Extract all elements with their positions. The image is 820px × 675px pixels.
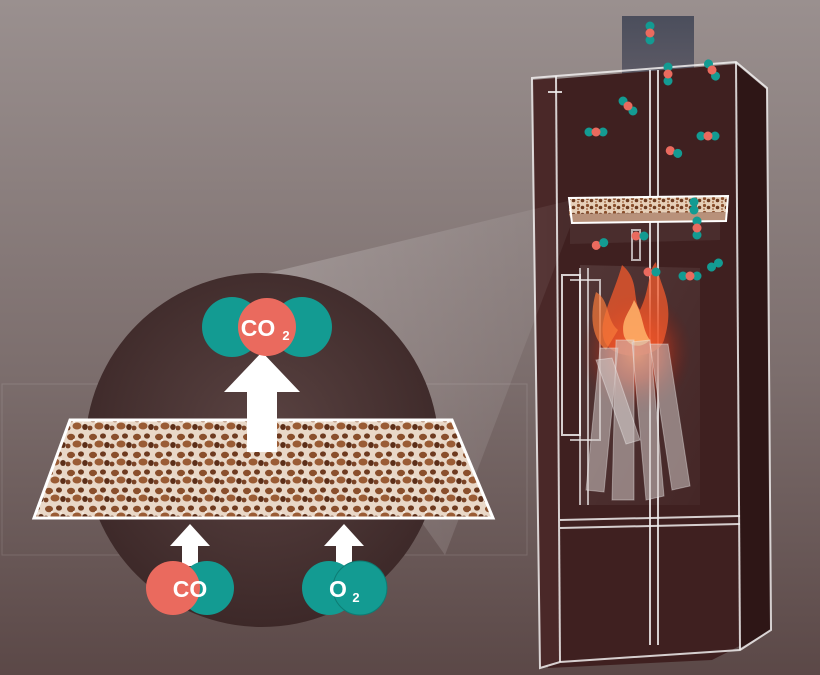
o2-label: O (329, 576, 347, 602)
small-molecule (665, 146, 683, 158)
atom (645, 21, 655, 31)
small-molecule (678, 271, 702, 281)
atom (685, 271, 695, 281)
atom (689, 197, 699, 207)
atom (692, 271, 702, 281)
atom (707, 65, 717, 75)
atom (645, 28, 655, 38)
o2-subscript: 2 (352, 590, 359, 605)
firewood (585, 339, 691, 501)
small-molecule (689, 197, 699, 215)
small-molecules (584, 21, 723, 281)
atom (665, 146, 675, 156)
atom (673, 148, 683, 158)
atom (710, 131, 720, 141)
up-arrow-icon (224, 352, 300, 452)
atom (584, 127, 594, 137)
small-molecule (645, 21, 655, 45)
atom (703, 131, 713, 141)
up-arrow-icon (170, 524, 210, 566)
atom (591, 240, 601, 250)
atom (678, 271, 688, 281)
stove-side (736, 64, 771, 648)
small-molecule (643, 267, 661, 277)
co2-molecule: CO 2 (202, 297, 332, 357)
atom (707, 262, 717, 272)
small-molecule (692, 216, 702, 240)
small-molecule (707, 258, 723, 272)
co2-label: CO (241, 315, 276, 341)
flame-icon (592, 262, 669, 356)
stove-filter-plate (567, 194, 730, 225)
stove-outline (530, 60, 773, 670)
o2-molecule: O 2 (302, 560, 388, 616)
small-molecule (584, 127, 608, 137)
small-molecule (663, 62, 673, 86)
small-molecule (618, 96, 638, 116)
up-arrow-icon (324, 524, 364, 566)
co-label: CO (173, 576, 208, 602)
small-molecule (631, 231, 649, 241)
atom (663, 76, 673, 86)
atom (639, 231, 649, 241)
co-molecule: CO (146, 561, 234, 615)
atom (696, 131, 706, 141)
atom (645, 35, 655, 45)
atom (692, 223, 702, 233)
atom (643, 267, 653, 277)
atom (623, 101, 633, 111)
atom (663, 62, 673, 72)
atom (692, 230, 702, 240)
co2-subscript: 2 (282, 328, 289, 343)
atom (663, 69, 673, 79)
atom (591, 127, 601, 137)
small-molecule (704, 59, 720, 81)
atom (713, 258, 723, 268)
atom (631, 231, 641, 241)
small-molecule (696, 131, 720, 141)
porous-ceramic-filter (31, 418, 496, 520)
atom (651, 267, 661, 277)
atom (599, 238, 609, 248)
stove (530, 16, 773, 670)
atom (692, 216, 702, 226)
small-molecule (591, 238, 609, 250)
atom (598, 127, 608, 137)
atom (689, 205, 699, 215)
